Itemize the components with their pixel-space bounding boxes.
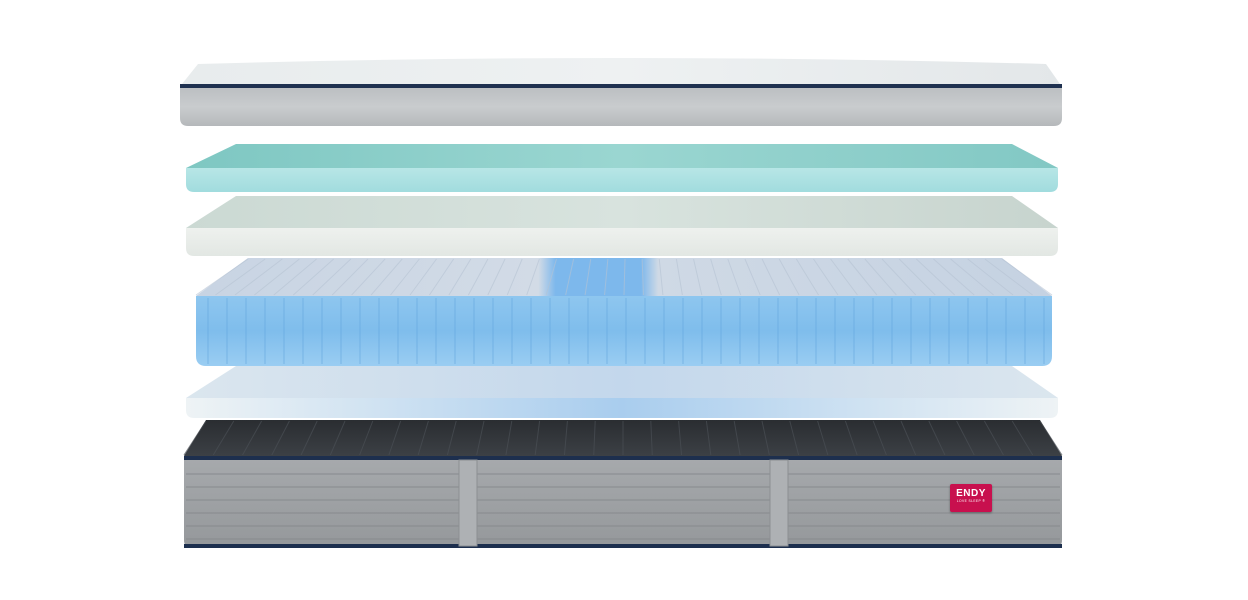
base-foam-layer xyxy=(186,366,1058,418)
light-foam-layer xyxy=(186,196,1058,256)
base-layer xyxy=(183,420,1063,548)
cover-layer xyxy=(180,58,1062,126)
logo-brand: ENDY xyxy=(956,488,986,499)
endy-logo: ENDY LOVE SLEEP ® xyxy=(950,484,992,512)
logo-tagline: LOVE SLEEP ® xyxy=(956,499,986,503)
pocket-springs-layer xyxy=(195,258,1053,366)
mint-foam-layer xyxy=(186,144,1058,192)
